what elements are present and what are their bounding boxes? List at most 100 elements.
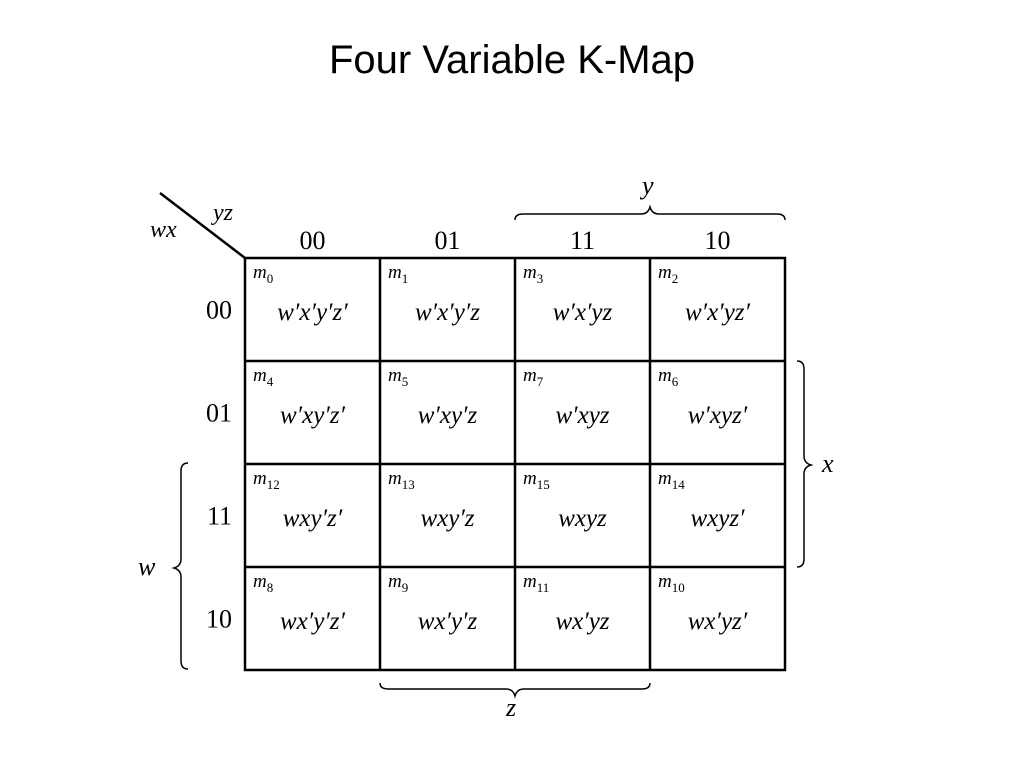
minterm-symbol: m	[388, 468, 402, 489]
minterm-index: 5	[402, 374, 409, 389]
corner-row-var: wx	[150, 217, 177, 243]
minterm-expression: wxy′z	[420, 505, 474, 532]
minterm-index: 15	[537, 477, 550, 492]
column-header: 10	[705, 226, 731, 255]
minterm-symbol: m	[658, 365, 672, 386]
k-map-grid	[243, 256, 787, 672]
minterm-symbol: m	[253, 262, 267, 283]
minterm-expression: wxy′z′	[283, 505, 343, 532]
slide-title: Four Variable K-Map	[328, 38, 696, 82]
minterm-expression: w′xy′z′	[280, 402, 346, 429]
minterm-index: 0	[267, 271, 274, 286]
brace-x	[796, 360, 814, 568]
row-header: 00	[206, 296, 232, 325]
minterm-label: m1	[388, 262, 408, 286]
corner-diagonal	[159, 192, 246, 259]
minterm-index: 10	[672, 580, 685, 595]
row-header: 11	[207, 502, 232, 531]
minterm-expression: w′x′y′z	[415, 299, 480, 326]
minterm-label: m13	[388, 468, 415, 492]
minterm-symbol: m	[658, 262, 672, 283]
minterm-symbol: m	[658, 468, 672, 489]
minterm-index: 12	[267, 477, 280, 492]
minterm-label: m14	[658, 468, 685, 492]
minterm-index: 8	[267, 580, 274, 595]
brace-z-label: z	[505, 693, 516, 722]
corner-col-var: yz	[211, 200, 234, 226]
minterm-index: 13	[402, 477, 415, 492]
minterm-expression: wx′y′z	[418, 608, 478, 635]
row-header: 10	[206, 605, 232, 634]
column-header: 01	[435, 226, 461, 255]
k-map-cell: m5w′xy′z	[388, 365, 478, 429]
minterm-expression: wx′y′z′	[280, 608, 346, 635]
k-map-cell: m8 wx′y′z′	[253, 571, 346, 635]
column-headers: 00 01 11 10	[300, 226, 731, 255]
row-headers: 00 01 11 10	[206, 296, 232, 634]
minterm-symbol: m	[523, 365, 537, 386]
k-map-cell: m15 wxyz	[523, 468, 607, 532]
minterm-label: m11	[523, 571, 549, 595]
brace-z	[379, 682, 651, 699]
column-header: 00	[300, 226, 326, 255]
brace-w-label: w	[138, 552, 156, 581]
minterm-label: m3	[523, 262, 543, 286]
minterm-symbol: m	[253, 365, 267, 386]
minterm-expression: w′xyz	[555, 402, 609, 429]
minterm-symbol: m	[253, 468, 267, 489]
minterm-symbol: m	[658, 571, 672, 592]
minterm-label: m9	[388, 571, 408, 595]
k-map-cell: m2 w′x′yz′	[658, 262, 751, 326]
minterm-index: 6	[672, 374, 679, 389]
k-map-cell: m1 w′x′y′z	[388, 262, 480, 326]
minterm-symbol: m	[523, 571, 537, 592]
brace-y	[514, 204, 786, 221]
minterm-expression: w′xyz′	[688, 402, 748, 429]
k-map-cells: m0w′x′y′z′m1w′x′y′zm3w′x′yzm2w′x′yz′m4w′…	[253, 262, 751, 635]
minterm-index: 1	[402, 271, 409, 286]
minterm-expression: w′x′yz′	[685, 299, 751, 326]
minterm-symbol: m	[523, 262, 537, 283]
minterm-symbol: m	[388, 262, 402, 283]
k-map-cell: m0w′x′y′z′	[253, 262, 348, 326]
minterm-expression: w′x′y′z′	[277, 299, 348, 326]
minterm-symbol: m	[388, 365, 402, 386]
minterm-expression: w′x′yz	[553, 299, 613, 326]
k-map-cell: m3 w′x′yz	[523, 262, 613, 326]
minterm-label: m10	[658, 571, 685, 595]
minterm-label: m4	[253, 365, 274, 389]
minterm-index: 9	[402, 580, 409, 595]
column-header: 11	[570, 226, 595, 255]
minterm-label: m2	[658, 262, 678, 286]
minterm-index: 11	[537, 580, 550, 595]
row-header: 01	[206, 399, 232, 428]
minterm-index: 3	[537, 271, 544, 286]
minterm-label: m8	[253, 571, 273, 595]
minterm-expression: wx′yz′	[688, 608, 748, 635]
minterm-index: 14	[672, 477, 686, 492]
k-map-cell: m9 wx′y′z	[388, 571, 478, 635]
minterm-symbol: m	[253, 571, 267, 592]
minterm-index: 4	[267, 374, 274, 389]
minterm-label: m7	[523, 365, 544, 389]
k-map-cell: m6 w′xyz′	[658, 365, 748, 429]
brace-x-label: x	[821, 449, 834, 478]
minterm-label: m5	[388, 365, 408, 389]
k-map-cell: m7 w′xyz	[523, 365, 610, 429]
minterm-expression: wx′yz	[555, 608, 609, 635]
minterm-label: m15	[523, 468, 550, 492]
minterm-expression: wxyz	[558, 505, 607, 532]
brace-w	[171, 462, 189, 670]
k-map-cell: m4w′xy′z′	[253, 365, 346, 429]
minterm-symbol: m	[523, 468, 537, 489]
minterm-symbol: m	[388, 571, 402, 592]
minterm-index: 7	[537, 374, 544, 389]
minterm-label: m0	[253, 262, 273, 286]
minterm-index: 2	[672, 271, 679, 286]
